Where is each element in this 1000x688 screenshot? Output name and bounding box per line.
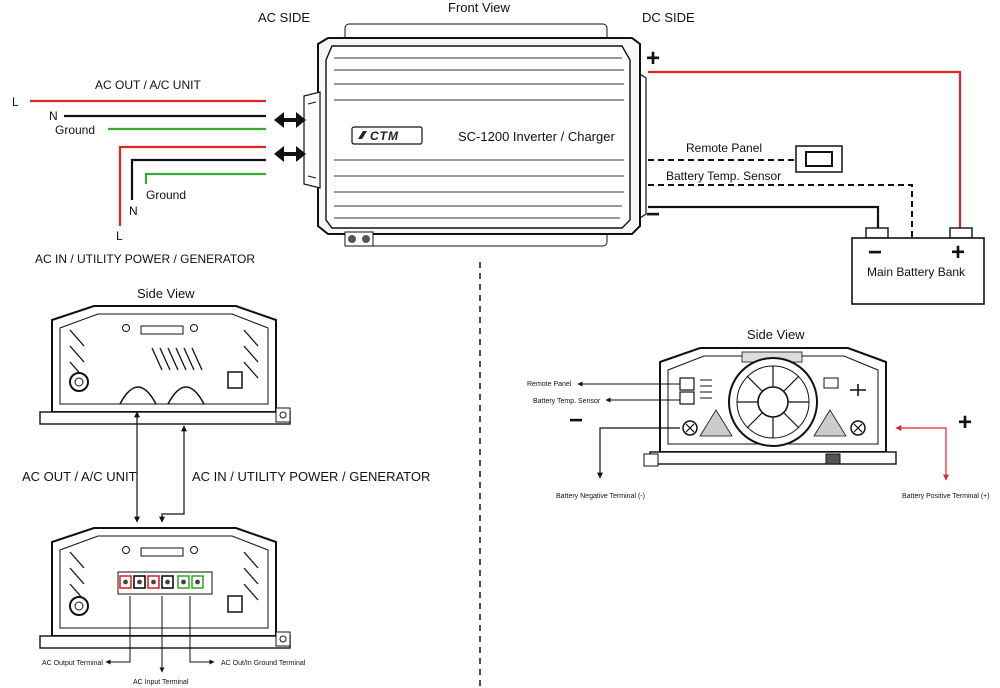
side-ac-out-label: AC OUT / A/C UNIT: [22, 469, 137, 484]
dc-negative-cable: [648, 205, 880, 228]
dc-minus-sign: −: [646, 201, 660, 228]
ac-in-neutral-wire: [130, 158, 266, 200]
front-view-header: Front View: [448, 0, 511, 15]
dc-positive-cable: [648, 70, 962, 228]
right-remote-panel-label: Remote Panel: [527, 381, 572, 388]
ac-out-title: AC OUT / A/C UNIT: [95, 78, 201, 92]
temp-sensor-label: Battery Temp. Sensor: [666, 169, 781, 183]
negative-terminal-pointer: [597, 427, 680, 479]
front-view-device: [303, 23, 647, 247]
right-minus-sign: −: [569, 407, 583, 434]
ac-input-terminal-label: AC Input Terminal: [133, 679, 189, 686]
battery-label: Main Battery Bank: [867, 265, 966, 279]
ground-terminal-pointer: [189, 596, 215, 665]
battery-bank: [851, 227, 985, 305]
temp-sensor-cable: [648, 184, 913, 238]
positive-terminal-label: Battery Positive Terminal (+): [902, 493, 990, 500]
ac-in-double-arrow: [274, 146, 306, 162]
battery-plus-sign: +: [951, 239, 965, 266]
ac-out-ground-label: Ground: [55, 123, 95, 137]
right-side-view-title: Side View: [747, 327, 805, 342]
side-ac-in-label: AC IN / UTILITY POWER / GENERATOR: [192, 469, 430, 484]
negative-terminal-label: Battery Negative Terminal (-): [556, 493, 645, 500]
ac-in-title: AC IN / UTILITY POWER / GENERATOR: [35, 252, 255, 266]
ac-in-live-wire: [118, 145, 266, 226]
remote-panel-label: Remote Panel: [686, 141, 762, 155]
ac-out-l-label: L: [12, 95, 19, 109]
battery-minus-sign: −: [868, 239, 882, 266]
left-side-view-device-top: [39, 305, 291, 425]
ac-in-ground-label: Ground: [146, 188, 186, 202]
ac-in-n-label: N: [129, 204, 138, 218]
ground-terminal-label: AC Out/In Ground Terminal: [221, 660, 306, 667]
ac-side-header: AC SIDE: [258, 10, 310, 25]
left-side-view-title: Side View: [137, 286, 195, 301]
ac-output-terminal-pointer: [105, 596, 131, 665]
right-side-view-device: [643, 347, 897, 467]
device-model-label: SC-1200 Inverter / Charger: [458, 129, 615, 144]
ac-output-terminal-label: AC Output Terminal: [42, 660, 103, 667]
right-temp-sensor-label: Battery Temp. Sensor: [533, 398, 601, 405]
positive-terminal-pointer: [895, 425, 949, 481]
remote-panel-device: [795, 145, 843, 173]
ac-out-double-arrow: [274, 112, 306, 128]
dc-plus-sign: +: [646, 45, 660, 72]
ac-in-link-arrow: [159, 425, 187, 523]
device-brand-logo: CTM: [370, 129, 399, 143]
right-plus-sign: +: [958, 409, 972, 436]
ac-in-ground-wire: [144, 172, 266, 184]
left-side-view-device-bottom: [39, 527, 291, 649]
ac-out-n-label: N: [49, 109, 58, 123]
ac-in-l-label: L: [116, 229, 123, 243]
dc-side-header: DC SIDE: [642, 10, 695, 25]
